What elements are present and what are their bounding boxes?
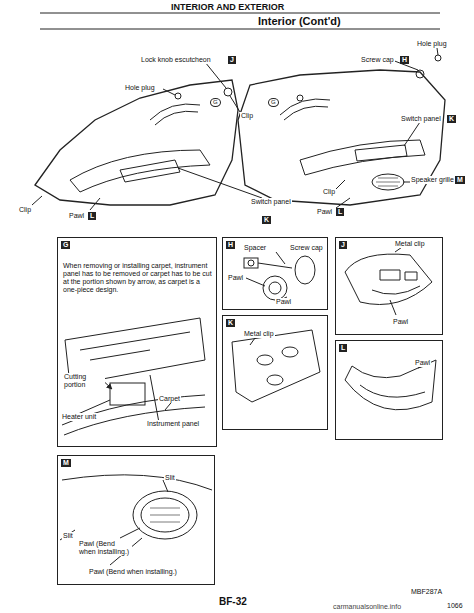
inset-panel: HSpacerScrew capPawlPawl [222, 237, 328, 310]
note-text: When removing or installing carpet, inst… [62, 262, 214, 294]
callout-letter: K [447, 115, 456, 123]
panel-letter: M [61, 459, 71, 467]
part-label: Slit [62, 532, 74, 540]
page-number: BF-32 [218, 596, 248, 608]
part-label: Pawl [414, 359, 431, 367]
page-index: 1066 [446, 602, 464, 610]
callout-letter: L [336, 208, 344, 216]
part-label: Switch panel [400, 115, 442, 123]
panel-letter: G [61, 241, 70, 249]
part-label: Pawl [275, 298, 292, 306]
callout-letter: G [210, 98, 221, 107]
callout-letter: M [455, 176, 465, 184]
watermark: carmanualsonline.info [332, 603, 402, 611]
panel-letter: H [226, 241, 235, 249]
callout-letter: J [228, 56, 236, 64]
inset-panel: J Metal clipPawl [335, 237, 443, 335]
part-label: Spacer [243, 244, 267, 252]
page-title: INTERIOR AND EXTERIOR [170, 2, 285, 12]
inset-panel: G When removing or installing carpet, ins… [57, 237, 217, 447]
section-heading: Interior (Cont'd) [257, 15, 342, 28]
part-label: Screw cap [289, 244, 324, 252]
callout-letter: G [268, 98, 279, 107]
part-label: Pawl (Bend when installing.) [78, 540, 132, 556]
inset-panel: MSlitSlitPawl (Bend when installing.)Paw… [57, 455, 215, 585]
callout-letter: K [262, 216, 271, 224]
callout-letter: L [88, 212, 96, 220]
part-label: Switch panel [250, 198, 292, 206]
part-label: Lock knob escutcheon [140, 56, 212, 64]
part-label: Pawl [392, 318, 409, 326]
panel-letter: L [339, 344, 347, 352]
callout-letter: H [400, 56, 409, 64]
part-label: Cutting portion [63, 373, 105, 389]
part-label: Screw cap [360, 56, 395, 64]
part-label: Clip [18, 206, 32, 214]
part-label: Pawl [227, 274, 244, 282]
panel-letter: K [226, 319, 235, 327]
part-label: Pawl (Bend when installing.) [88, 568, 178, 576]
inset-panel: K Metal clip [222, 315, 328, 430]
figure-code: MBF287A [410, 588, 443, 596]
part-label: Instrument panel [146, 420, 200, 428]
part-label: Slit [164, 474, 176, 482]
part-label: Clip [322, 188, 336, 196]
part-label: Carpet [158, 395, 181, 403]
part-label: Heater unit [61, 413, 97, 421]
part-label: Clip [240, 112, 254, 120]
panel-letter: J [339, 241, 347, 249]
part-label: Hole plug [416, 40, 448, 48]
part-label: Metal clip [243, 330, 275, 338]
inset-panel: L Pawl [335, 340, 443, 440]
part-label: Pawl [68, 212, 85, 220]
part-label: Pawl [316, 208, 333, 216]
part-label: Speaker grille [410, 176, 455, 184]
part-label: Metal clip [394, 240, 426, 248]
part-label: Hole plug [124, 84, 156, 92]
